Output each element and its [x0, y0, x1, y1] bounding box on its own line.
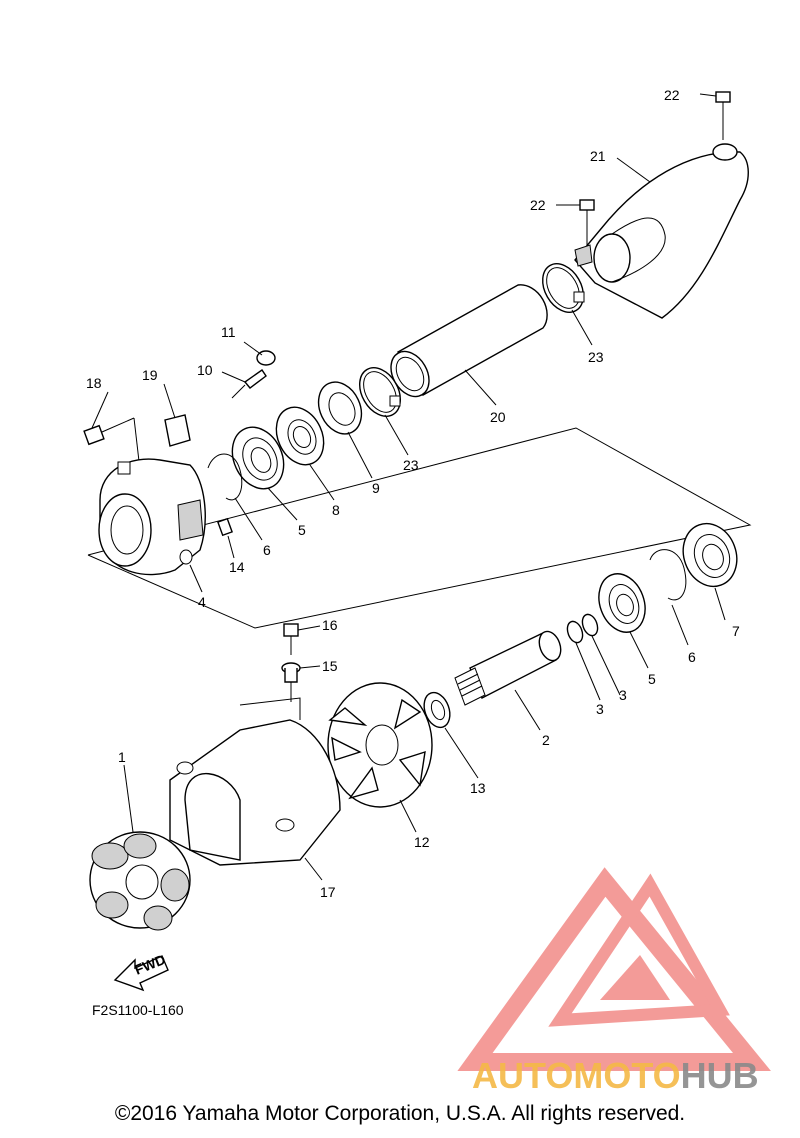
part-6-circlip-lower: [649, 549, 687, 601]
part-7-bearing: [682, 522, 738, 588]
part-2-shaft: [454, 630, 562, 706]
part-22-bolt-top: [715, 91, 731, 140]
brand-auto: AUTOMOTO: [472, 1055, 681, 1096]
watermark-brand: AUTOMOTOHUB: [472, 1055, 759, 1096]
callout-23-left: 23: [403, 457, 419, 473]
callout-12: 12: [414, 834, 430, 850]
callout-6-upper: 6: [263, 542, 271, 558]
callout-20: 20: [490, 409, 506, 425]
callout-2: 2: [542, 732, 550, 748]
part-3-oring-a: [566, 620, 584, 644]
callout-7: 7: [732, 623, 740, 639]
part-9-seal: [317, 381, 363, 435]
part-16-bolt: [283, 623, 299, 655]
callout-4: 4: [198, 594, 206, 610]
callout-5-lower: 5: [648, 671, 656, 687]
part-23-clamp-right: [542, 263, 585, 313]
drawing-code: F2S1100-L160: [92, 1002, 184, 1018]
callout-9: 9: [372, 480, 380, 496]
callout-10: 10: [197, 362, 213, 378]
callout-8: 8: [332, 502, 340, 518]
brand-hub: HUB: [681, 1055, 759, 1096]
callout-11: 11: [221, 324, 236, 340]
copyright-notice: ©2016 Yamaha Motor Corporation, U.S.A. A…: [114, 1102, 686, 1125]
part-10-nipple: [231, 369, 267, 399]
callout-21: 21: [590, 148, 606, 164]
callout-16: 16: [322, 617, 338, 633]
callout-22-top: 22: [664, 87, 680, 103]
part-12-impeller: [327, 682, 433, 808]
part-20-hose: [390, 284, 548, 398]
part-8-seal: [275, 406, 325, 466]
part-15-collar: [281, 662, 301, 702]
part-6-circlip-upper: [207, 453, 243, 501]
part-1-spacer: [89, 831, 191, 931]
callout-17: 17: [320, 884, 336, 900]
callout-15: 15: [322, 658, 338, 674]
callout-3-a: 3: [596, 701, 604, 717]
part-3-oring-b: [581, 613, 599, 637]
callout-5-upper: 5: [298, 522, 306, 538]
assembly-outline: [87, 427, 752, 629]
callout-13: 13: [470, 780, 486, 796]
part-17-liner: [169, 697, 341, 866]
callout-3-b: 3: [619, 687, 627, 703]
callout-1: 1: [118, 749, 126, 765]
callout-19: 19: [142, 367, 158, 383]
part-14-pin: [217, 517, 233, 537]
callouts: 22 21 22 23 11 10 18 19 20 23 9 8 5 6 14…: [86, 87, 740, 900]
part-4-housing: [98, 458, 206, 576]
part-5-bearing-upper: [231, 426, 285, 490]
svg-text:AUTOMOTOHUB: AUTOMOTOHUB: [472, 1055, 759, 1096]
callout-14: 14: [229, 559, 245, 575]
part-5-bearing-lower: [598, 573, 646, 633]
callout-22-left: 22: [530, 197, 546, 213]
part-21-nozzle: [574, 143, 749, 319]
part-19-plate: [164, 414, 191, 447]
automotohub-logo: [457, 867, 771, 1071]
leader-lines: [91, 93, 726, 881]
callout-6-lower: 6: [688, 649, 696, 665]
callout-18: 18: [86, 375, 102, 391]
callout-23-right: 23: [588, 349, 604, 365]
fwd-arrow: FWD: [113, 951, 169, 992]
